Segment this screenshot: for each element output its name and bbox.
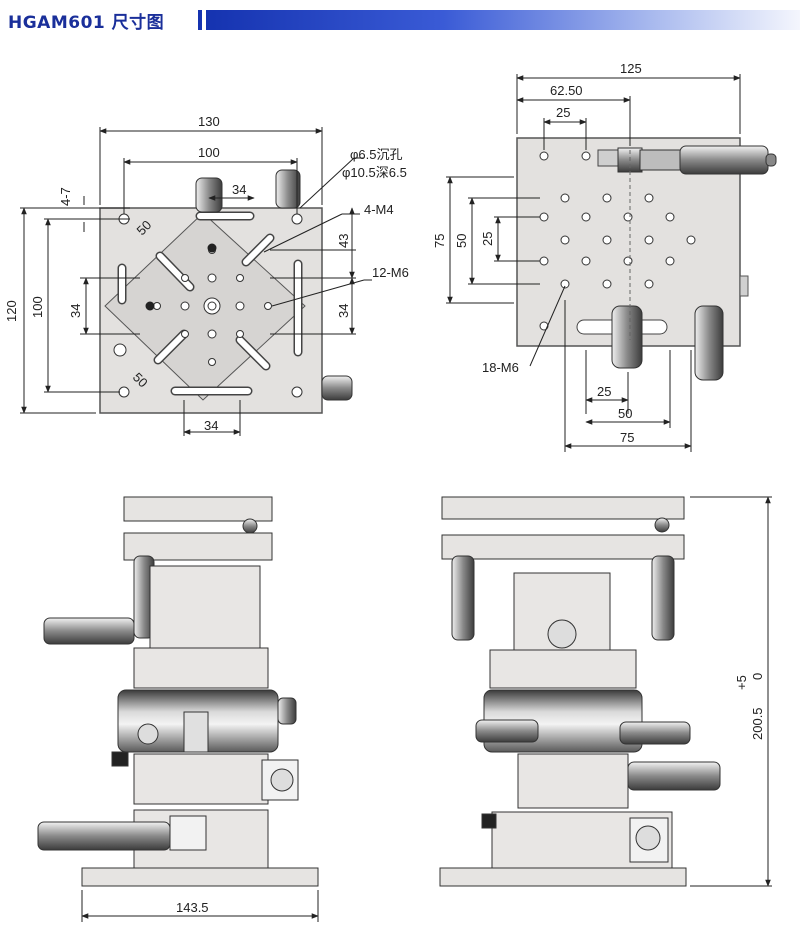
micrometer-left-lower bbox=[37, 821, 171, 851]
dim-25-side: 25 bbox=[480, 232, 495, 246]
top-plate-right bbox=[441, 496, 685, 520]
page-title: HGAM601 尺寸图 bbox=[8, 13, 165, 33]
top-knob-1 bbox=[195, 177, 223, 213]
column-right bbox=[489, 649, 637, 689]
callout-18-m6: 18-M6 bbox=[482, 360, 519, 375]
dim-25-top: 25 bbox=[556, 105, 570, 120]
top-view-labels: 130 100 34 4-7 120 100 34 43 34 34 50 50… bbox=[4, 114, 409, 433]
banner-tick bbox=[198, 10, 202, 30]
center-hole-top bbox=[207, 243, 217, 253]
upper-plate-left bbox=[123, 532, 273, 561]
table-edge-tab bbox=[739, 275, 749, 297]
dim-100-y: 100 bbox=[30, 296, 45, 318]
slots bbox=[117, 211, 303, 396]
tol-upper: +5 bbox=[734, 675, 749, 690]
dim-200-5: 200.5 bbox=[750, 707, 765, 740]
side-view-right-dims bbox=[690, 496, 772, 887]
dim-50-side: 50 bbox=[454, 234, 469, 248]
base-plate-right bbox=[439, 867, 687, 887]
base-plate-left bbox=[81, 867, 319, 887]
micrometer-clamp-left bbox=[169, 815, 207, 851]
table-view bbox=[516, 137, 777, 381]
dim-34-right: 34 bbox=[336, 304, 351, 318]
upper-plate-right bbox=[441, 534, 685, 560]
center-hole-left bbox=[145, 301, 155, 311]
cradle-screw-right bbox=[547, 619, 577, 649]
side-view-left-dims bbox=[81, 890, 319, 922]
table-bottom-knob-1 bbox=[611, 305, 643, 369]
dim-4-7: 4-7 bbox=[58, 187, 73, 206]
vert-knob-right-2 bbox=[651, 555, 675, 641]
end-block-screw-left bbox=[270, 768, 294, 792]
table-knob-sleeve bbox=[639, 149, 683, 171]
dim-143-5: 143.5 bbox=[176, 900, 209, 915]
dim-125: 125 bbox=[620, 61, 642, 76]
side-knob bbox=[321, 375, 353, 401]
top-view bbox=[99, 169, 353, 414]
dim-34-left: 34 bbox=[68, 304, 83, 318]
top-view-dims bbox=[20, 127, 372, 436]
callout-12-m6: 12-M6 bbox=[372, 265, 409, 280]
ring-screw-left bbox=[137, 723, 159, 745]
micrometer-left-upper bbox=[43, 617, 135, 645]
ring-tab-left bbox=[111, 751, 129, 767]
ball-left bbox=[242, 518, 258, 534]
dim-100-x: 100 bbox=[198, 145, 220, 160]
dim-25-bottom: 25 bbox=[597, 384, 611, 399]
end-block-screw-right bbox=[635, 825, 661, 851]
cradle-left bbox=[149, 565, 261, 649]
column-left bbox=[133, 647, 269, 689]
header-bar: HGAM601 尺寸图 bbox=[0, 0, 800, 34]
table-micrometer bbox=[679, 145, 769, 175]
side-view-right bbox=[439, 496, 721, 887]
dim-75-bottom: 75 bbox=[620, 430, 634, 445]
lower-tab-right bbox=[481, 813, 497, 829]
dim-75-side: 75 bbox=[432, 234, 447, 248]
ball-right bbox=[654, 517, 670, 533]
table-bottom-knob-2 bbox=[694, 305, 724, 381]
callout-counterbore-2: φ10.5深6.5 bbox=[342, 165, 407, 180]
callout-counterbore-1: φ6.5沉孔 bbox=[350, 147, 403, 162]
vert-knob-right-1 bbox=[451, 555, 475, 641]
dim-34-bottom: 34 bbox=[204, 418, 218, 433]
dim-50-bottom: 50 bbox=[618, 406, 632, 421]
title-banner bbox=[206, 10, 800, 30]
tol-lower: 0 bbox=[750, 673, 765, 680]
dim-62-50: 62.50 bbox=[550, 83, 583, 98]
ring-knob-right-1 bbox=[475, 719, 539, 743]
dim-120: 120 bbox=[4, 300, 19, 322]
callout-4-m4: 4-M4 bbox=[364, 202, 394, 217]
ring-knob-left bbox=[277, 697, 297, 725]
xy-stage-right bbox=[517, 753, 629, 809]
table-view-labels: 125 62.50 25 75 50 25 18-M6 25 50 75 bbox=[432, 61, 642, 445]
dim-34-knob: 34 bbox=[232, 182, 246, 197]
ring-window-left bbox=[183, 711, 209, 753]
micrometer-right bbox=[627, 761, 721, 791]
top-knob-2 bbox=[275, 169, 301, 209]
table-micrometer-tip bbox=[765, 153, 777, 167]
table-hole-grid bbox=[539, 151, 696, 331]
ring-knob-right-2 bbox=[619, 721, 691, 745]
table-view-dims bbox=[446, 74, 741, 452]
side-view-left bbox=[37, 496, 319, 887]
side-view-right-labels: 200.5 +5 0 bbox=[734, 673, 765, 740]
dim-130: 130 bbox=[198, 114, 220, 129]
top-plate-left bbox=[123, 496, 273, 522]
xy-stage-left bbox=[133, 753, 269, 805]
dim-43: 43 bbox=[336, 234, 351, 248]
